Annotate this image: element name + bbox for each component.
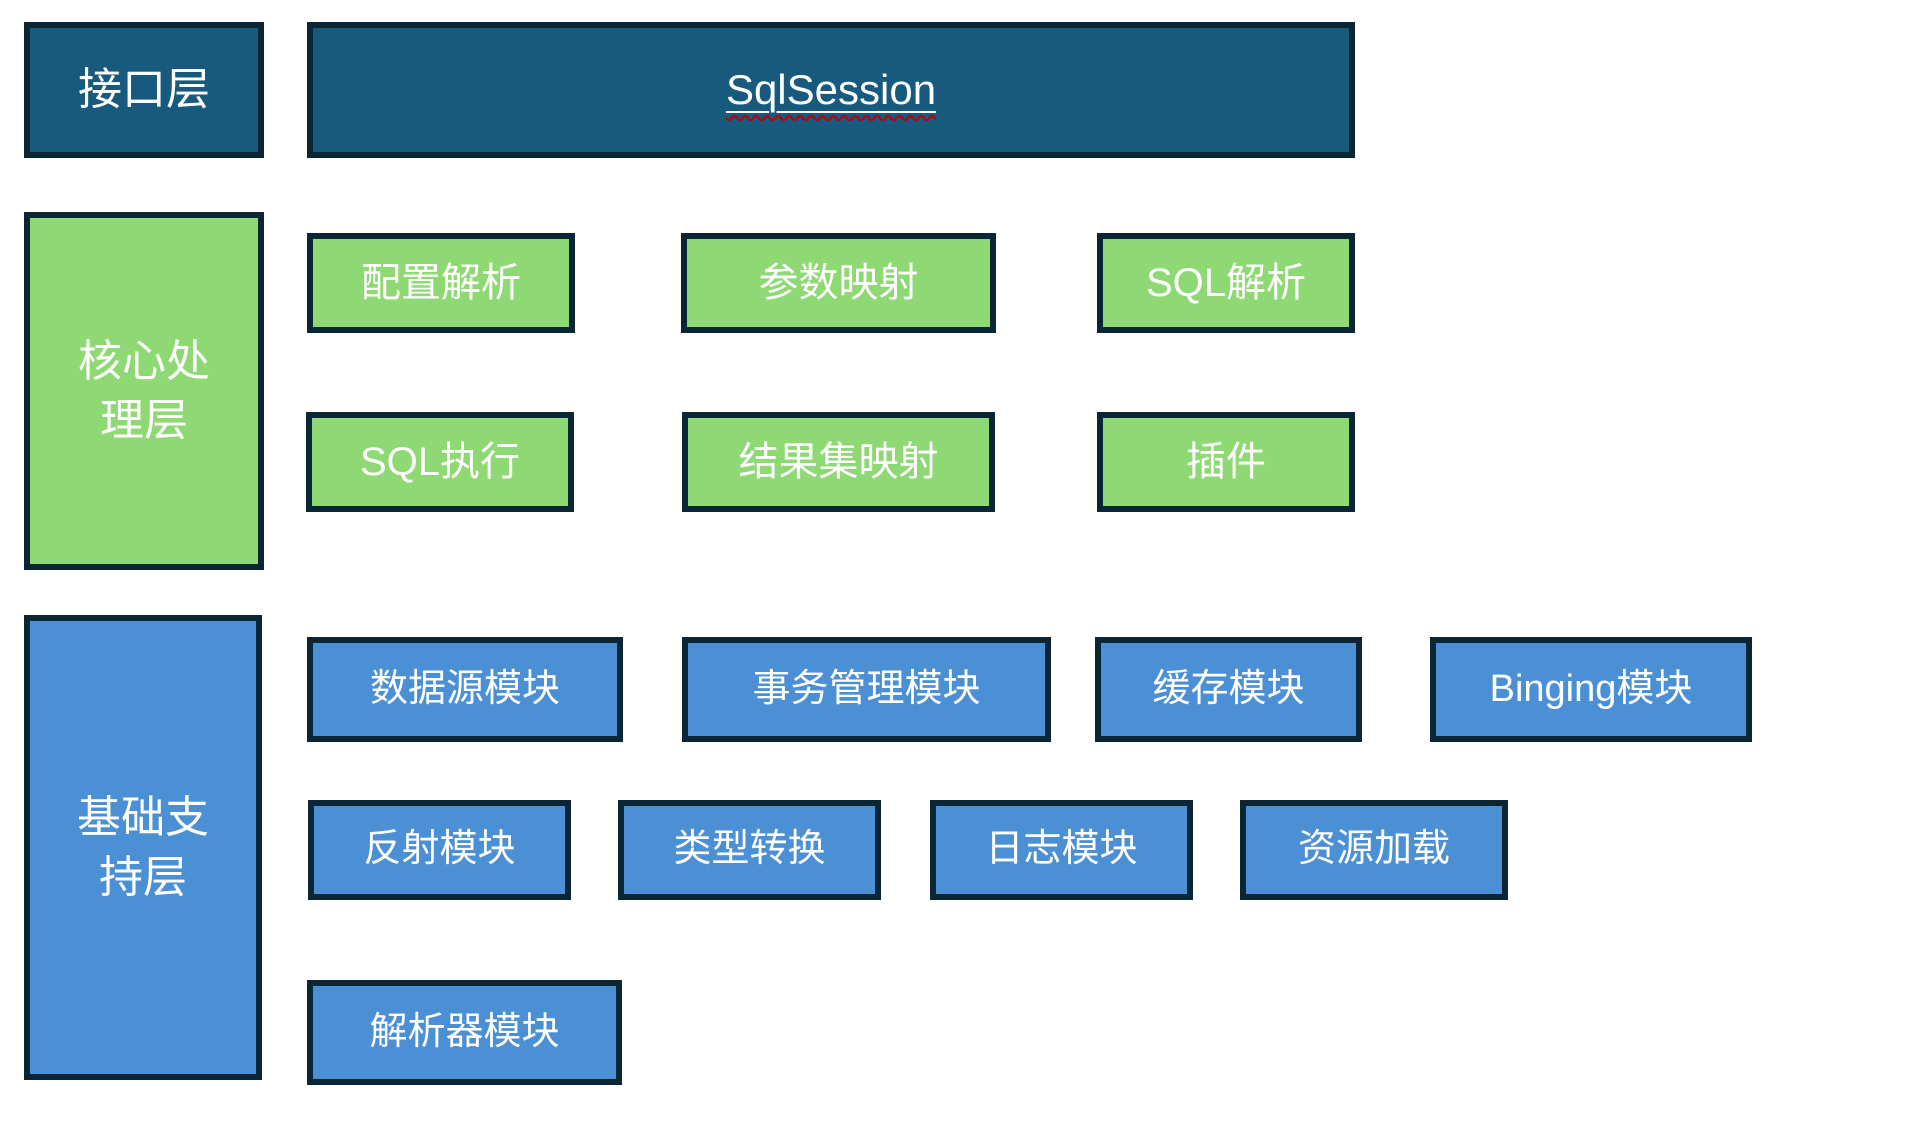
sqlsession-spellcheck-underline: SqlSession <box>726 62 936 119</box>
support-module-transaction-management: 事务管理模块 <box>682 637 1051 742</box>
support-module-logging: 日志模块 <box>930 800 1193 900</box>
core-layer-label-box: 核心处理层 <box>24 212 264 570</box>
sqlsession-box: SqlSession <box>307 22 1355 158</box>
interface-layer-label: 接口层 <box>78 65 210 115</box>
core-module-parameter-mapping: 参数映射 <box>681 233 996 333</box>
core-module-config-parsing: 配置解析 <box>307 233 575 333</box>
core-module-result-set-mapping: 结果集映射 <box>682 412 995 512</box>
interface-layer-label-box: 接口层 <box>24 22 264 158</box>
core-module-sql-execution: SQL执行 <box>306 412 574 512</box>
support-module-resource-loading: 资源加载 <box>1240 800 1508 900</box>
support-module-datasource: 数据源模块 <box>307 637 623 742</box>
support-module-reflection: 反射模块 <box>308 800 571 900</box>
core-module-sql-parsing: SQL解析 <box>1097 233 1355 333</box>
support-module-cache: 缓存模块 <box>1095 637 1362 742</box>
sqlsession-label: SqlSession <box>725 65 937 113</box>
support-module-binding: Binging模块 <box>1430 637 1752 742</box>
support-layer-label: 基础支持层 <box>77 793 209 902</box>
support-module-parser: 解析器模块 <box>307 980 622 1085</box>
core-layer-label: 核心处理层 <box>78 336 210 445</box>
core-module-plugins: 插件 <box>1097 412 1355 512</box>
support-module-type-conversion: 类型转换 <box>618 800 881 900</box>
support-layer-label-box: 基础支持层 <box>24 615 262 1080</box>
